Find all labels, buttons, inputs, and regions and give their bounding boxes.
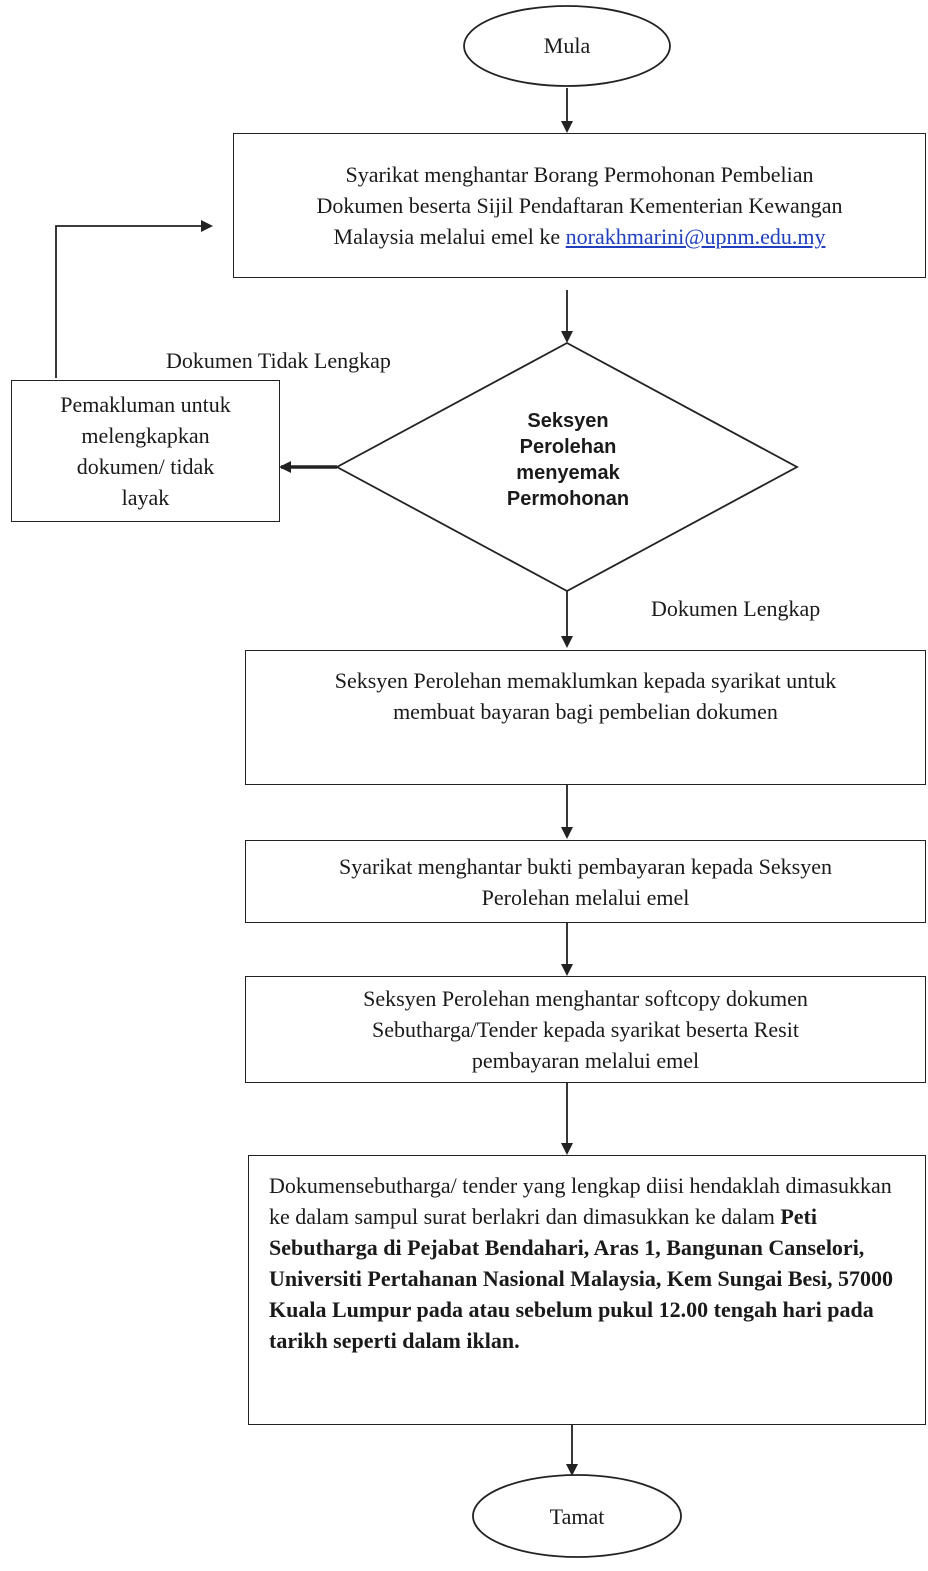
step2-line1: Seksyen Perolehan memaklumkan kepada sya… <box>334 668 837 693</box>
step1-line1: Syarikat menghantar Borang Permohonan Pe… <box>345 162 814 187</box>
decision-line3: menyemak <box>516 462 620 484</box>
decision-yes-label: Dokumen Lengkap <box>651 596 821 621</box>
step3-line2: Perolehan melalui emel <box>481 884 690 910</box>
start-terminal-shape <box>463 5 671 87</box>
step1-line3-prefix: Malaysia melalui emel ke <box>333 224 566 249</box>
start-terminal: Mula <box>464 6 670 86</box>
step4-line3: pembayaran melalui emel <box>471 1048 700 1073</box>
end-terminal-shape <box>472 1474 682 1558</box>
step2-box: Seksyen Perolehan memaklumkan kepada sya… <box>245 650 926 785</box>
decision-text: Seksyen Perolehan menyemak Permohonan <box>440 408 696 512</box>
end-terminal: Tamat <box>473 1476 681 1558</box>
decision-no-label: Dokumen Tidak Lengkap <box>166 348 391 373</box>
step4-box: Seksyen Perolehan menghantar softcopy do… <box>245 976 926 1083</box>
step2-line2: membuat bayaran bagi pembelian dokumen <box>393 699 778 724</box>
start-label: Mula <box>543 33 591 58</box>
step5-bold-text: Peti Sebutharga di Pejabat Bendahari, Ar… <box>269 1204 893 1353</box>
reject-line2: melengkapkan <box>81 423 210 448</box>
reject-line1: Pemakluman untuk <box>60 392 231 417</box>
decision-line2: Perolehan <box>519 436 617 458</box>
loop-back-line <box>55 220 213 378</box>
decision-line4: Permohonan <box>506 488 630 510</box>
decision-line1: Seksyen <box>527 410 609 432</box>
step1-line3: Malaysia melalui emel ke norakhmarini@up… <box>317 221 843 252</box>
reject-line4: layak <box>121 485 170 510</box>
step4-line1: Seksyen Perolehan menghantar softcopy do… <box>363 986 808 1011</box>
step5-box: Dokumensebutharga/ tender yang lengkap d… <box>248 1155 926 1425</box>
step3-line1: Syarikat menghantar bukti pembayaran kep… <box>338 853 832 879</box>
reject-line3: dokumen/ tidak <box>76 454 215 479</box>
reject-box: Pemakluman untuk melengkapkan dokumen/ t… <box>11 380 280 522</box>
step4-line2: Sebutharga/Tender kepada syarikat besert… <box>372 1017 799 1042</box>
step1-box: Syarikat menghantar Borang Permohonan Pe… <box>233 133 926 278</box>
step1-line2: Dokumen beserta Sijil Pendaftaran Kement… <box>316 193 843 218</box>
step5-normal-text: Dokumensebutharga/ tender yang lengkap d… <box>269 1173 892 1229</box>
email-link[interactable]: norakhmarini@upnm.edu.my <box>565 224 826 249</box>
end-label: Tamat <box>549 1504 605 1529</box>
step3-box: Syarikat menghantar bukti pembayaran kep… <box>245 840 926 923</box>
